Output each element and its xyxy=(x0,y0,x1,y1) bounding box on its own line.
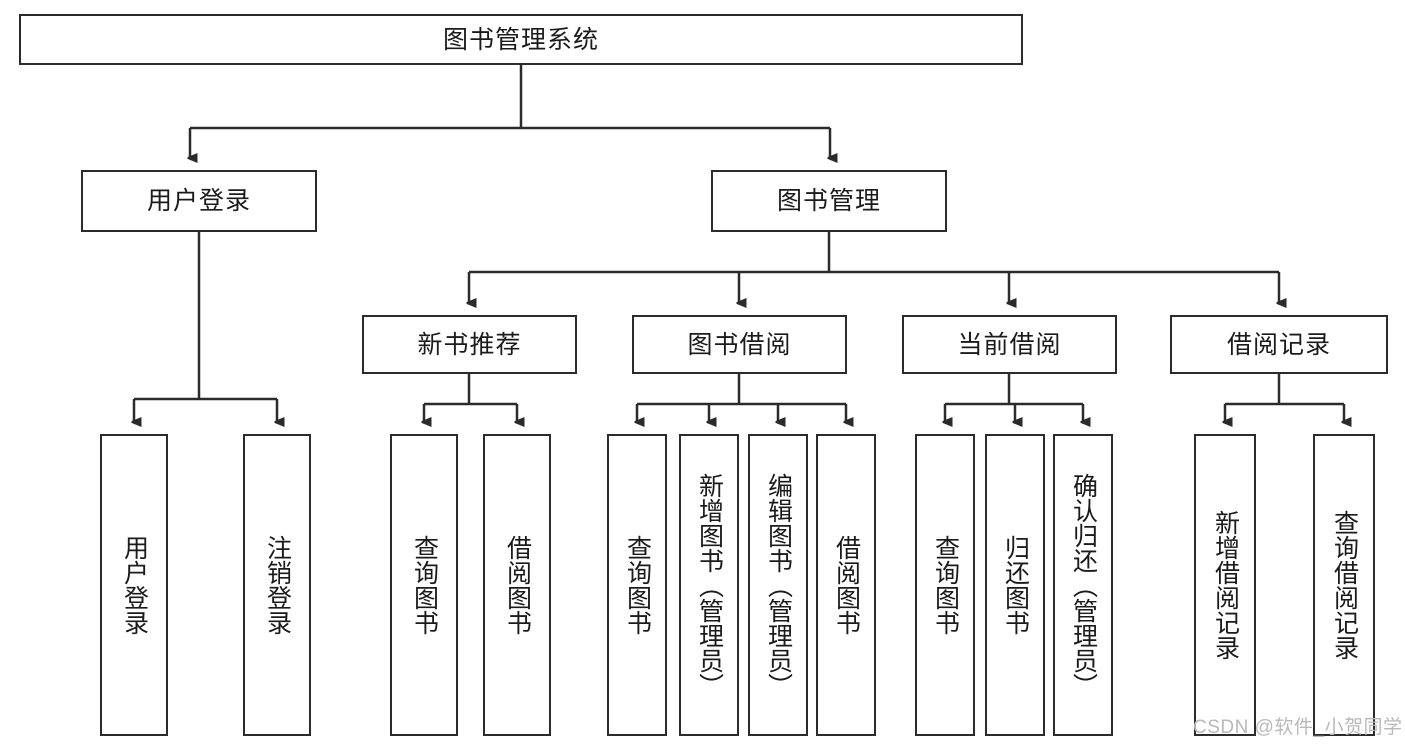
node-book-management[interactable]: 图书管理 xyxy=(711,170,947,232)
node-borrow-record[interactable]: 借阅记录 xyxy=(1170,315,1388,374)
node-book-borrow[interactable]: 图书借阅 xyxy=(632,315,847,374)
node-book-management-label: 图书管理 xyxy=(776,187,881,215)
node-book-borrow-label: 图书借阅 xyxy=(687,330,792,359)
leaf-user-login[interactable]: 用户登录 xyxy=(100,434,168,736)
leaf-edit-book-admin[interactable]: 编辑图书（管理员） xyxy=(748,434,808,736)
leaf-query-book-borrow-label: 查询图书 xyxy=(623,535,652,635)
leaf-return-book[interactable]: 归还图书 xyxy=(985,434,1045,736)
leaf-edit-book-admin-label: 编辑图书（管理员） xyxy=(764,472,793,698)
node-new-book-recommend[interactable]: 新书推荐 xyxy=(362,315,577,374)
node-root-label: 图书管理系统 xyxy=(442,25,599,54)
leaf-query-book-recommend[interactable]: 查询图书 xyxy=(390,434,458,736)
leaf-query-book-current[interactable]: 查询图书 xyxy=(915,434,975,736)
watermark: CSDN @软件_小贺同学 xyxy=(1193,717,1403,738)
node-current-borrow[interactable]: 当前借阅 xyxy=(902,315,1117,374)
node-current-borrow-label: 当前借阅 xyxy=(957,330,1062,359)
leaf-user-login-label: 用户登录 xyxy=(120,535,149,635)
leaf-add-borrow-record-label: 新增借阅记录 xyxy=(1211,510,1240,660)
node-user-login-label: 用户登录 xyxy=(146,187,251,215)
leaf-confirm-return-admin-label: 确认归还（管理员） xyxy=(1069,472,1098,698)
leaf-query-book-recommend-label: 查询图书 xyxy=(410,535,439,635)
leaf-return-book-label: 归还图书 xyxy=(1001,535,1030,635)
leaf-add-borrow-record[interactable]: 新增借阅记录 xyxy=(1194,434,1256,736)
node-new-book-recommend-label: 新书推荐 xyxy=(417,330,522,359)
leaf-add-book-admin-label: 新增图书（管理员） xyxy=(695,472,724,698)
node-user-login[interactable]: 用户登录 xyxy=(81,170,317,232)
leaf-user-logout-label: 注销登录 xyxy=(263,535,292,635)
node-borrow-record-label: 借阅记录 xyxy=(1226,330,1331,359)
leaf-borrow-book-label: 借阅图书 xyxy=(832,535,861,635)
leaf-add-book-admin[interactable]: 新增图书（管理员） xyxy=(679,434,739,736)
leaf-query-borrow-record[interactable]: 查询借阅记录 xyxy=(1313,434,1375,736)
leaf-borrow-book[interactable]: 借阅图书 xyxy=(816,434,876,736)
leaf-borrow-book-recommend-label: 借阅图书 xyxy=(503,535,532,635)
leaf-borrow-book-recommend[interactable]: 借阅图书 xyxy=(483,434,551,736)
leaf-query-book-current-label: 查询图书 xyxy=(931,535,960,635)
node-root[interactable]: 图书管理系统 xyxy=(19,14,1023,65)
leaf-query-book-borrow[interactable]: 查询图书 xyxy=(607,434,667,736)
leaf-confirm-return-admin[interactable]: 确认归还（管理员） xyxy=(1053,434,1113,736)
leaf-user-logout[interactable]: 注销登录 xyxy=(243,434,311,736)
leaf-query-borrow-record-label: 查询借阅记录 xyxy=(1330,510,1359,660)
